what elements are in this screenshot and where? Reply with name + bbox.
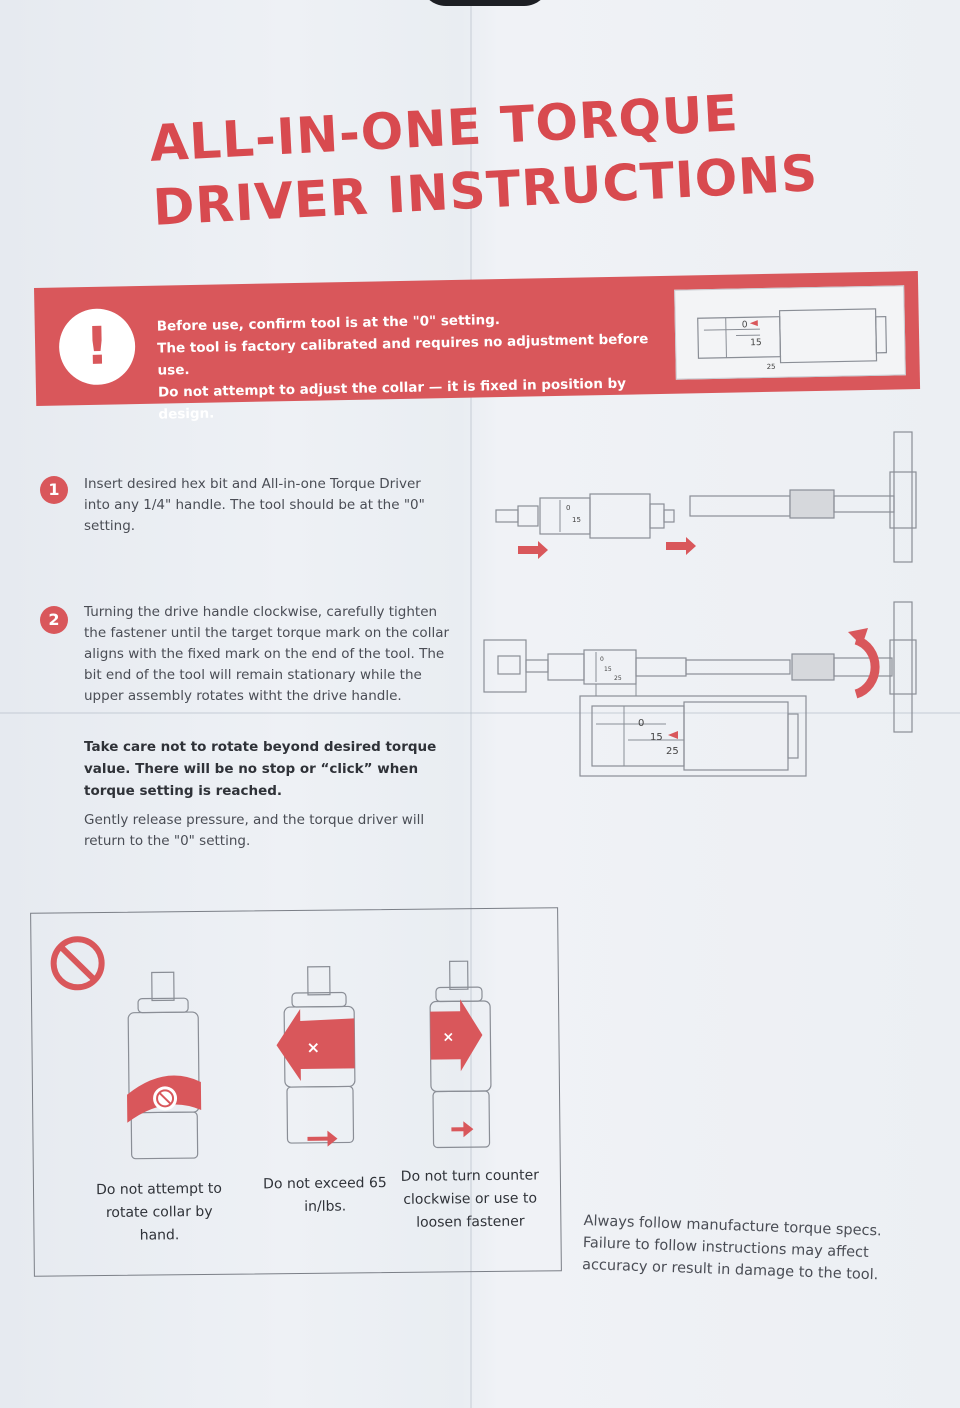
arrow-right-icon [666, 537, 696, 555]
mark-15-label: 15 [750, 338, 762, 348]
zoom-mark-15: 15 [650, 732, 663, 743]
mark-25-label: 25 [767, 363, 776, 371]
svg-text:×: × [306, 1038, 320, 1057]
step-1-text: Insert desired hex bit and All-in-one To… [84, 476, 425, 534]
step-2-badge: 2 [40, 606, 68, 634]
prohibition-caption-1: Do not attempt to rotate collar by hand. [95, 1180, 223, 1244]
rotate-clockwise-icon [854, 635, 880, 699]
warning-line-3: Do not attempt to adjust the collar — it… [157, 375, 627, 423]
warning-banner: ! Before use, confirm tool is at the "0"… [34, 271, 921, 423]
zero-setting-diagram: 0 15 25 [674, 285, 906, 380]
svg-text:×: × [442, 1029, 454, 1045]
exclamation-icon: ! [58, 308, 136, 386]
paper-fold-vertical [470, 0, 472, 1408]
warning-text: Before use, confirm tool is at the "0" s… [157, 306, 679, 426]
collar-zero-illustration: 0 15 25 [697, 308, 888, 371]
step-2-mark-15: 15 [604, 666, 612, 673]
clip-shadow [420, 0, 550, 6]
prohibitions-box: Do not attempt to rotate collar by hand.… [30, 907, 562, 1277]
step-1-mark-15: 15 [572, 516, 581, 524]
page-title: ALL-IN-ONE TORQUE DRIVER INSTRUCTIONS [148, 76, 834, 239]
step-2-mark-25: 25 [614, 675, 622, 682]
no-symbol-icon [50, 936, 105, 991]
step-1-badge: 1 [40, 476, 68, 504]
zoom-mark-0: 0 [638, 718, 644, 729]
step-2-diagram: 0 15 25 0 15 25 [483, 601, 917, 777]
collar-rotation-illustration [127, 971, 202, 1160]
counter-clockwise-illustration: × [429, 960, 492, 1149]
footer-note: Always follow manufacture torque specs. … [581, 1212, 882, 1284]
prohibition-caption-2: Do not exceed 65 in/lbs. [263, 1175, 387, 1215]
paper-fold-horizontal [0, 712, 960, 714]
step-2-warning-text: Take care not to rotate beyond desired t… [84, 739, 437, 799]
pointer-icon [749, 320, 758, 327]
rotate-arrowhead-icon [848, 628, 868, 646]
step-2-release-text: Gently release pressure, and the torque … [84, 812, 425, 849]
arrow-right-icon [518, 541, 548, 559]
prohibition-caption-3: Do not turn counter clockwise or use to … [400, 1167, 540, 1231]
step-2-mark-0: 0 [600, 656, 604, 663]
step-1-diagram: 0 15 [495, 431, 917, 563]
step-2-text: Turning the drive handle clockwise, care… [84, 604, 450, 704]
zoom-mark-25: 25 [666, 746, 679, 757]
mark-0-label: 0 [742, 320, 748, 330]
pointer-icon [668, 731, 678, 739]
exceed-torque-illustration: × [276, 966, 356, 1147]
step-1-mark-0: 0 [566, 504, 570, 512]
